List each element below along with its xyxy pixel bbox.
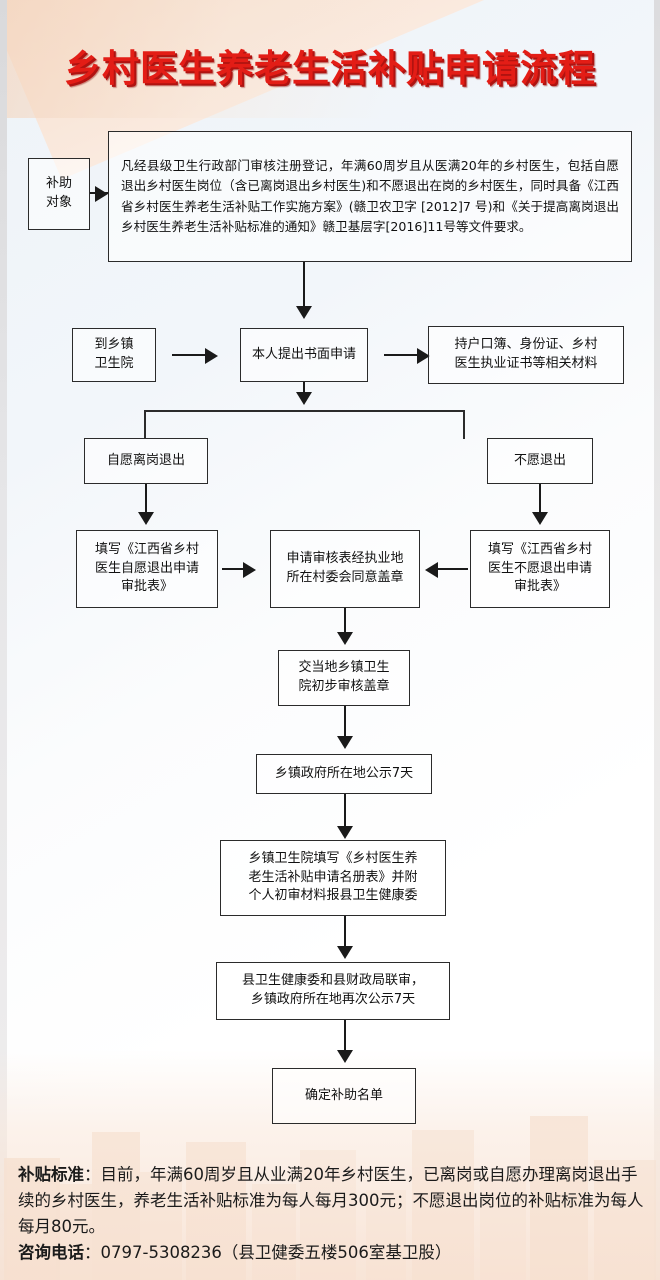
contact-phone-label: 咨询电话 [18, 1242, 84, 1262]
arrow-township-review-to-publicity-icon [337, 736, 353, 749]
flow-box-joint-review-label: 县卫生健康委和县财政局联审， 乡镇政府所在地再次公示7天 [241, 973, 424, 1007]
flow-box-subsidy-target[interactable]: 补助 对象 [28, 158, 90, 230]
flow-box-written-application-label: 本人提出书面申请 [251, 346, 356, 362]
flow-box-unwilling-exit-form-label: 填写《江西省乡村 医生不愿退出申请 审批表》 [487, 541, 592, 595]
right-edge-strip [654, 0, 660, 1280]
flow-box-township-clinic-review-label: 交当地乡镇卫生 院初步审核盖章 [298, 660, 390, 694]
subsidy-standard-paragraph: 补贴标准：目前，年满60周岁且从业满20年乡村医生，已离岗或自愿办理离岗退出手续… [18, 1162, 644, 1240]
subsidy-standard-text: ：目前，年满60周岁且从业满20年乡村医生，已离岗或自愿办理离岗退出手续的乡村医… [18, 1164, 644, 1236]
flow-box-voluntary-exit[interactable]: 自愿离岗退出 [84, 438, 208, 484]
flow-box-village-committee-seal[interactable]: 申请审核表经执业地 所在村委会同意盖章 [270, 530, 420, 608]
flow-box-township-clinic-review[interactable]: 交当地乡镇卫生 院初步审核盖章 [278, 650, 410, 706]
flow-box-village-committee-seal-label: 申请审核表经执业地 所在村委会同意盖章 [286, 551, 404, 585]
arrow-apply-to-branch-icon [296, 392, 312, 405]
connector-apply-down [303, 382, 305, 396]
arrow-center-to-township-review-icon [337, 632, 353, 645]
connector-center-to-township-review [344, 608, 346, 636]
flow-box-go-to-township-clinic-label: 到乡镇 卫生院 [94, 337, 134, 371]
connector-apply-to-materials [384, 354, 426, 356]
branch-drop-right [463, 410, 465, 439]
flow-box-roster-submission[interactable]: 乡镇卫生院填写《乡村医生养 老生活补贴申请名册表》并附 个人初审材料报县卫生健康… [220, 840, 446, 916]
arrow-unwilling-to-form-icon [532, 512, 548, 525]
flow-box-publicity-seven-days-label: 乡镇政府所在地公示7天 [274, 765, 414, 781]
connector-township-review-to-publicity [344, 706, 346, 740]
branch-drop-left [144, 410, 146, 439]
contact-phone-paragraph: 咨询电话：0797-5308236（县卫健委五楼506室基卫股） [18, 1240, 644, 1266]
connector-publicity-to-roster [344, 794, 346, 830]
arrow-left-form-to-center-icon [243, 562, 256, 578]
flow-box-unwilling-exit[interactable]: 不愿退出 [487, 438, 593, 484]
flow-box-unwilling-exit-label: 不愿退出 [513, 452, 566, 468]
arrow-publicity-to-roster-icon [337, 826, 353, 839]
connector-unwilling-down [539, 484, 541, 516]
connector-clinic-to-apply [172, 354, 214, 356]
flow-box-joint-review[interactable]: 县卫生健康委和县财政局联审， 乡镇政府所在地再次公示7天 [216, 962, 450, 1020]
flow-box-go-to-township-clinic[interactable]: 到乡镇 卫生院 [72, 328, 156, 382]
arrow-clinic-to-apply-icon [205, 348, 218, 364]
arrow-apply-to-materials-icon [417, 348, 430, 364]
flow-box-final-subsidy-list[interactable]: 确定补助名单 [272, 1068, 416, 1124]
contact-phone-text: ：0797-5308236（县卫健委五楼506室基卫股） [84, 1242, 452, 1262]
arrow-right-form-to-center-icon [425, 562, 438, 578]
arrow-joint-review-to-final-icon [337, 1050, 353, 1063]
flow-box-required-materials-label: 持户口簿、身份证、乡村 医生执业证书等相关材料 [454, 337, 598, 371]
left-edge-strip [0, 0, 7, 1280]
flow-box-voluntary-exit-label: 自愿离岗退出 [106, 452, 185, 468]
flow-box-eligibility-description[interactable]: 凡经县级卫生行政部门审核注册登记，年满60周岁且从医满20年的乡村医生，包括自愿… [108, 131, 632, 262]
arrow-voluntary-to-form-icon [138, 512, 154, 525]
connector-right-form-to-center [438, 568, 468, 570]
connector-roster-to-joint-review [344, 916, 346, 950]
flow-box-publicity-seven-days[interactable]: 乡镇政府所在地公示7天 [256, 754, 432, 794]
subsidy-standard-label: 补贴标准 [18, 1164, 84, 1184]
footer-notes: 补贴标准：目前，年满60周岁且从业满20年乡村医生，已离岗或自愿办理离岗退出手续… [18, 1162, 644, 1266]
flow-box-unwilling-exit-form[interactable]: 填写《江西省乡村 医生不愿退出申请 审批表》 [470, 530, 610, 608]
connector-desc-to-apply [303, 262, 305, 312]
flow-box-final-subsidy-list-label: 确定补助名单 [304, 1087, 383, 1103]
page-title: 乡村医生养老生活补贴申请流程 [64, 47, 596, 90]
flow-box-roster-submission-label: 乡镇卫生院填写《乡村医生养 老生活补贴申请名册表》并附 个人初审材料报县卫生健康… [248, 850, 418, 904]
flow-box-voluntary-exit-form[interactable]: 填写《江西省乡村 医生自愿退出申请 审批表》 [76, 530, 218, 608]
connector-left-form-to-center [222, 568, 252, 570]
flow-box-written-application[interactable]: 本人提出书面申请 [240, 328, 368, 382]
flow-box-required-materials[interactable]: 持户口簿、身份证、乡村 医生执业证书等相关材料 [428, 326, 624, 384]
eligibility-description-text: 凡经县级卫生行政部门审核注册登记，年满60周岁且从医满20年的乡村医生，包括自愿… [121, 157, 619, 234]
arrow-desc-to-apply-icon [296, 306, 312, 319]
connector-joint-review-to-final [344, 1020, 346, 1054]
connector-voluntary-down [145, 484, 147, 516]
arrow-target-to-desc-icon [95, 186, 108, 202]
flow-box-voluntary-exit-form-label: 填写《江西省乡村 医生自愿退出申请 审批表》 [94, 541, 199, 595]
flow-box-subsidy-target-label: 补助 对象 [45, 176, 72, 210]
arrow-roster-to-joint-review-icon [337, 946, 353, 959]
branch-bus-horizontal [144, 410, 464, 412]
